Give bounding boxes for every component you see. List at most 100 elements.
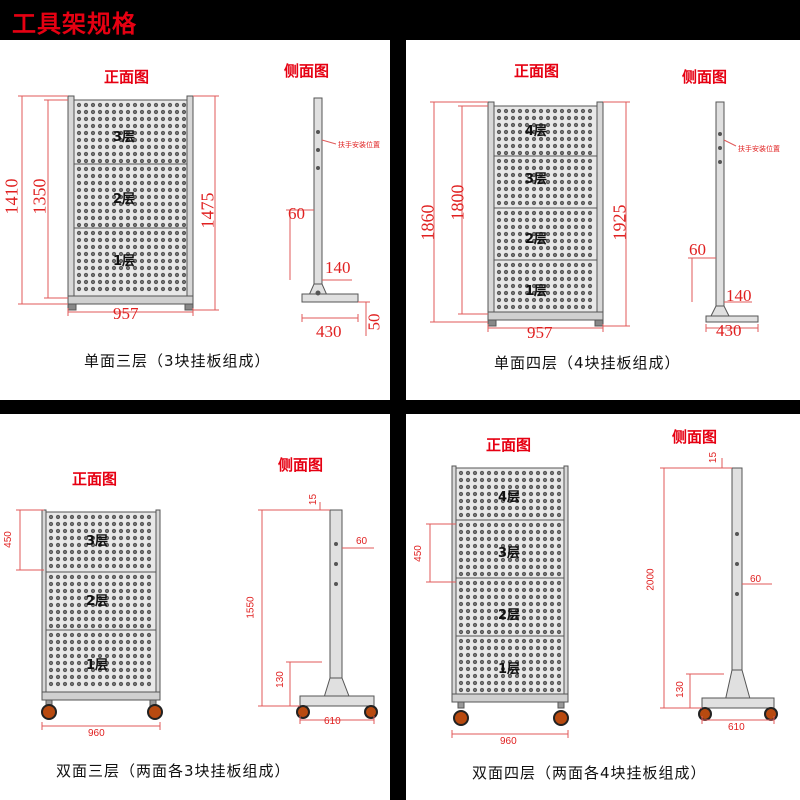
panel-caption: 双面三层（两面各3块挂板组成）: [56, 762, 291, 780]
diagram-double-3-tier: [16, 502, 378, 730]
front-dimension-lines: [426, 523, 569, 738]
dimension-side-430: 430: [316, 322, 342, 341]
tier-label: 2层: [113, 192, 136, 207]
pegboard-holes: [496, 262, 593, 310]
dimension-side-1550: 1550: [245, 596, 257, 619]
side-dimension-lines: [660, 458, 775, 724]
tier-label: 4层: [525, 124, 548, 139]
diagram-double-4-tier: [426, 458, 778, 738]
front-view-frame: [451, 465, 569, 709]
dimension-side-430: 430: [716, 321, 742, 340]
dimension-height-outer: 1410: [1, 178, 22, 215]
panel-single-4-tier: 正面图 侧面图 4层 3层 2层 1层 1860 1800 1925 957 6…: [406, 40, 800, 400]
diagram-single-4-tier: [430, 101, 759, 332]
front-view-frame: [67, 95, 194, 311]
side-view-label: 侧面图: [278, 456, 324, 474]
tier-label: 2层: [498, 608, 521, 623]
side-dimension-lines: [688, 139, 759, 332]
dimension-side-60: 60: [750, 574, 762, 585]
dimension-height-right: 1925: [609, 204, 630, 241]
dimension-side-2000: 2000: [645, 568, 657, 591]
side-dimension-lines: [286, 139, 370, 336]
dimension-width: 957: [527, 323, 553, 342]
dimension-height-outer: 1860: [417, 204, 438, 241]
dimension-height-inner: 1350: [29, 178, 50, 215]
handle-position-note: 扶手安装位置: [338, 141, 380, 149]
front-wheels: [453, 710, 569, 726]
tier-label: 1层: [86, 658, 109, 673]
pegboard-holes: [48, 514, 152, 569]
pegboard-holes: [458, 580, 562, 635]
page-title: 工具架规格: [12, 9, 137, 38]
dimension-side-50: 50: [364, 313, 384, 331]
dimension-side-130: 130: [674, 681, 686, 698]
pegboard-holes: [458, 638, 562, 693]
panel-single-3-tier: 正面图 侧面图 3层 2层 1层 1410 1350 1475 957 60 1…: [0, 40, 390, 400]
pegboard-holes: [48, 632, 152, 687]
tier-label: 2层: [525, 232, 548, 247]
front-wheels: [41, 704, 163, 720]
dimension-panel-height: 450: [2, 531, 14, 548]
handle-position-note: 扶手安装位置: [738, 145, 780, 153]
side-wheels: [698, 707, 778, 721]
dimension-height-right: 1475: [197, 192, 218, 229]
dimension-side-130: 130: [274, 671, 286, 688]
dimension-side-60: 60: [689, 240, 706, 259]
pegboard-holes: [458, 470, 562, 518]
tier-label: 4层: [498, 490, 521, 505]
panel-double-4-tier: 正面图 侧面图 4层 3层 2层 1层 450 960 15 60 2000 1…: [406, 414, 800, 800]
panel-caption: 单面四层（4块挂板组成）: [494, 354, 681, 372]
tier-label: 3层: [525, 172, 548, 187]
front-dimension-lines: [430, 101, 630, 332]
tier-label: 3层: [113, 130, 136, 145]
front-view-label: 正面图: [72, 470, 118, 488]
dimension-side-610: 610: [324, 716, 341, 727]
side-view-frame: [705, 101, 759, 323]
panel-caption: 单面三层（3块挂板组成）: [84, 352, 271, 370]
dimension-side-15: 15: [708, 451, 720, 464]
front-view-label: 正面图: [104, 68, 150, 86]
dimension-side-610: 610: [728, 722, 745, 733]
tier-label: 1层: [113, 254, 136, 269]
tier-label: 2层: [86, 594, 109, 609]
dimension-side-140: 140: [726, 286, 752, 305]
pegboard-holes: [496, 210, 593, 258]
side-wheels: [296, 705, 378, 719]
side-view-frame: [301, 97, 359, 303]
dimension-side-60: 60: [356, 536, 368, 547]
tier-label: 1层: [525, 284, 548, 299]
side-view-frame: [701, 467, 775, 709]
dimension-panel-height: 450: [412, 545, 424, 562]
dimension-side-140: 140: [325, 258, 351, 277]
pegboard-holes: [48, 574, 152, 629]
dimension-height-inner: 1800: [447, 184, 468, 221]
dimension-width: 960: [500, 736, 517, 747]
panel-caption: 双面四层（两面各4块挂板组成）: [472, 764, 707, 782]
dimension-side-15: 15: [308, 493, 320, 506]
pegboard-holes: [76, 166, 187, 228]
dimension-width: 957: [113, 304, 139, 323]
diagram-single-3-tier: [18, 95, 370, 336]
side-view-frame: [299, 509, 375, 707]
tier-label: 3层: [86, 534, 109, 549]
side-view-label: 侧面图: [284, 62, 330, 80]
tier-label: 1层: [498, 662, 521, 677]
side-view-label: 侧面图: [682, 68, 728, 86]
side-view-label: 侧面图: [672, 428, 718, 446]
side-dimension-lines: [258, 502, 375, 724]
header-bar: 工具架规格: [0, 0, 800, 40]
front-view-label: 正面图: [486, 436, 532, 454]
tier-label: 3层: [498, 546, 521, 561]
panel-double-3-tier: 正面图 侧面图 3层 2层 1层 450 960 15 60 1550 130 …: [0, 414, 390, 800]
pegboard-holes: [458, 522, 562, 577]
front-view-label: 正面图: [514, 62, 560, 80]
front-dimension-lines: [16, 509, 161, 730]
pegboard-holes: [76, 102, 187, 164]
front-dimension-lines: [18, 95, 219, 316]
pegboard-holes: [496, 108, 593, 156]
pegboard-holes: [496, 158, 593, 206]
dimension-side-60: 60: [288, 204, 305, 223]
dimension-width: 960: [88, 728, 105, 739]
front-view-frame: [487, 101, 604, 327]
front-view-frame: [41, 509, 161, 707]
